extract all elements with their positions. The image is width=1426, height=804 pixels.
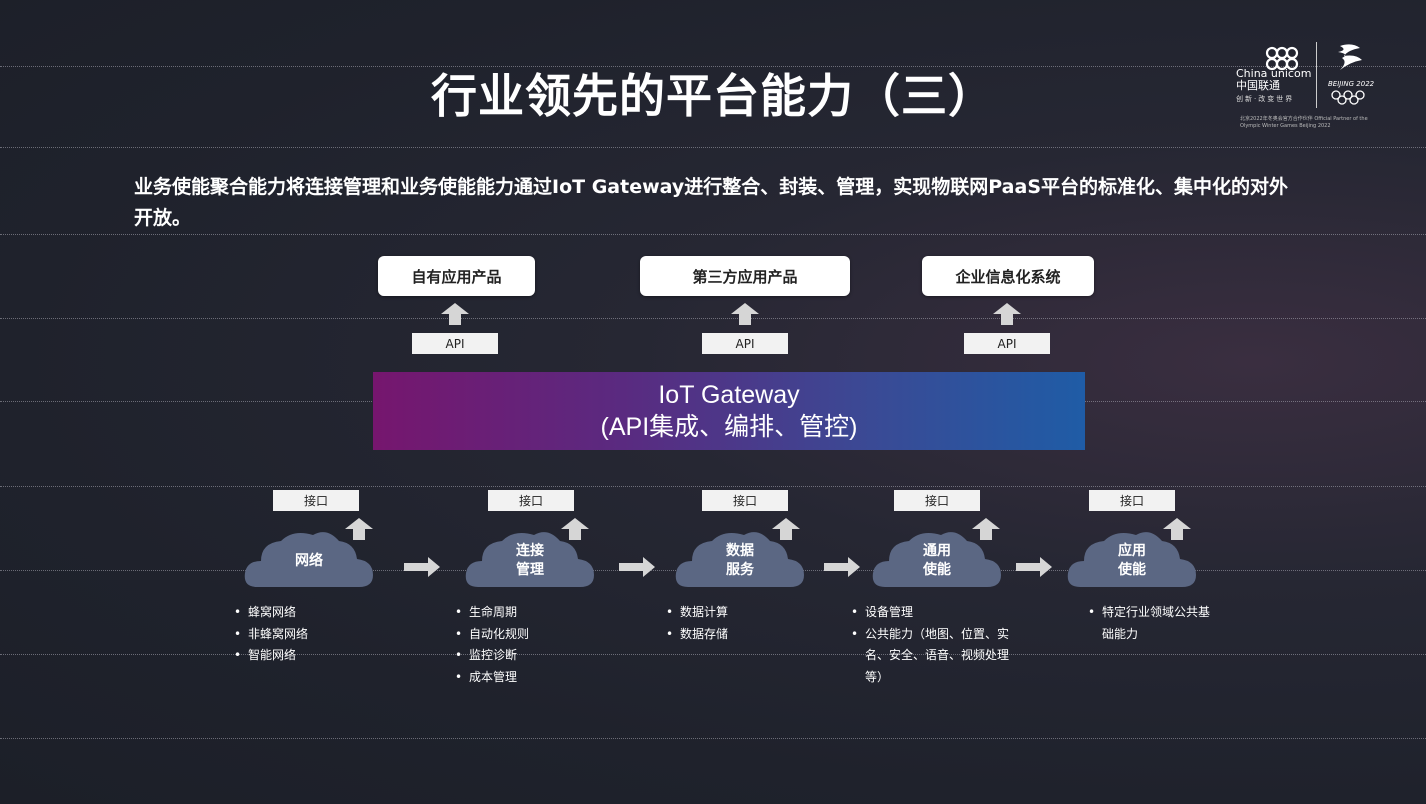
list-item: 生命周期 [455,602,605,624]
api-label: API [702,333,788,354]
arrow-right-icon [1016,557,1052,577]
interface-label: 接口 [273,490,359,511]
cloud-icon [465,532,594,587]
cloud-icon [244,532,373,587]
api-label: API [412,333,498,354]
arrow-right-icon [404,557,440,577]
cloud-label: 应用 使能 [1118,543,1146,578]
arrow-up-icon [993,303,1021,325]
product-box-third-party-apps: 第三方应用产品 [640,256,850,296]
interface-label: 接口 [1089,490,1175,511]
module-cloud-data-service: 数据 服务 [674,527,806,589]
list-item: 自动化规则 [455,624,605,646]
gateway-subtitle: (API集成、编排、管控) [600,413,858,441]
winter-emblem-icon [1338,44,1362,70]
arrow-up-icon [772,518,800,540]
product-box-enterprise-system: 企业信息化系统 [922,256,1094,296]
interface-label: 接口 [894,490,980,511]
cloud-label: 连接 管理 [516,543,544,578]
arrow-up-icon [1163,518,1191,540]
cloud-icon [1067,532,1196,587]
cloud-label: 通用 使能 [923,543,951,578]
module-cloud-application-enablement: 应用 使能 [1066,527,1198,589]
list-item: 数据存储 [666,624,816,646]
intro-text: 业务使能聚合能力将连接管理和业务使能能力通过IoT Gateway进行整合、封装… [134,176,1289,229]
arrow-up-icon [561,518,589,540]
guide-line [0,66,1426,67]
module-item-list: 设备管理 公共能力（地图、位置、实名、安全、语音、视频处理等） [851,602,1013,688]
arrow-up-icon [441,303,469,325]
list-item: 数据计算 [666,602,816,624]
api-label: API [964,333,1050,354]
arrow-up-icon [345,518,373,540]
module-cloud-general-enablement: 通用 使能 [871,527,1003,589]
module-item-list: 蜂窝网络 非蜂窝网络 智能网络 [234,602,384,667]
logo-brand-text: China unicom中国联通 [1236,67,1312,92]
list-item: 特定行业领域公共基础能力 [1088,602,1214,645]
logo: China unicom中国联通 创新·改变世界 BEIJING 2022 北京… [1230,38,1380,138]
list-item: 成本管理 [455,667,605,689]
logo-tagline: 创新·改变世界 [1236,95,1295,103]
list-item: 公共能力（地图、位置、实名、安全、语音、视频处理等） [851,624,1013,689]
product-box-own-apps: 自有应用产品 [378,256,535,296]
cloud-icon [675,532,804,587]
cloud-icon [872,532,1001,587]
guide-line [0,318,1426,319]
cloud-label: 数据 服务 [726,543,754,578]
module-cloud-connection-management: 连接 管理 [464,527,596,589]
guide-line [0,486,1426,487]
logo-divider [1316,42,1317,108]
list-item: 智能网络 [234,645,384,667]
module-item-list: 特定行业领域公共基础能力 [1088,602,1214,645]
guide-line [0,738,1426,739]
olympic-rings-icon [1331,90,1365,105]
interface-label: 接口 [488,490,574,511]
list-item: 监控诊断 [455,645,605,667]
gateway-title: IoT Gateway [658,381,800,409]
cloud-label: 网络 [295,552,323,569]
list-item: 设备管理 [851,602,1013,624]
module-item-list: 数据计算 数据存储 [666,602,816,645]
arrow-up-icon [972,518,1000,540]
list-item: 蜂窝网络 [234,602,384,624]
unicom-knot-icon [1265,46,1299,71]
arrow-up-icon [731,303,759,325]
iot-gateway-bar: IoT Gateway (API集成、编排、管控) [373,372,1085,450]
arrow-right-icon [824,557,860,577]
logo-partner-line: 北京2022年冬奥会官方合作伙伴 Official Partner of the… [1240,116,1368,129]
guide-line [0,234,1426,235]
guide-line [0,654,1426,655]
guide-line [0,147,1426,148]
module-item-list: 生命周期 自动化规则 监控诊断 成本管理 [455,602,605,688]
module-cloud-network: 网络 [243,527,375,589]
interface-label: 接口 [702,490,788,511]
arrow-right-icon [619,557,655,577]
logo-beijing-text: BEIJING 2022 [1328,80,1375,88]
page-title: 行业领先的平台能力（三） [431,69,995,123]
list-item: 非蜂窝网络 [234,624,384,646]
